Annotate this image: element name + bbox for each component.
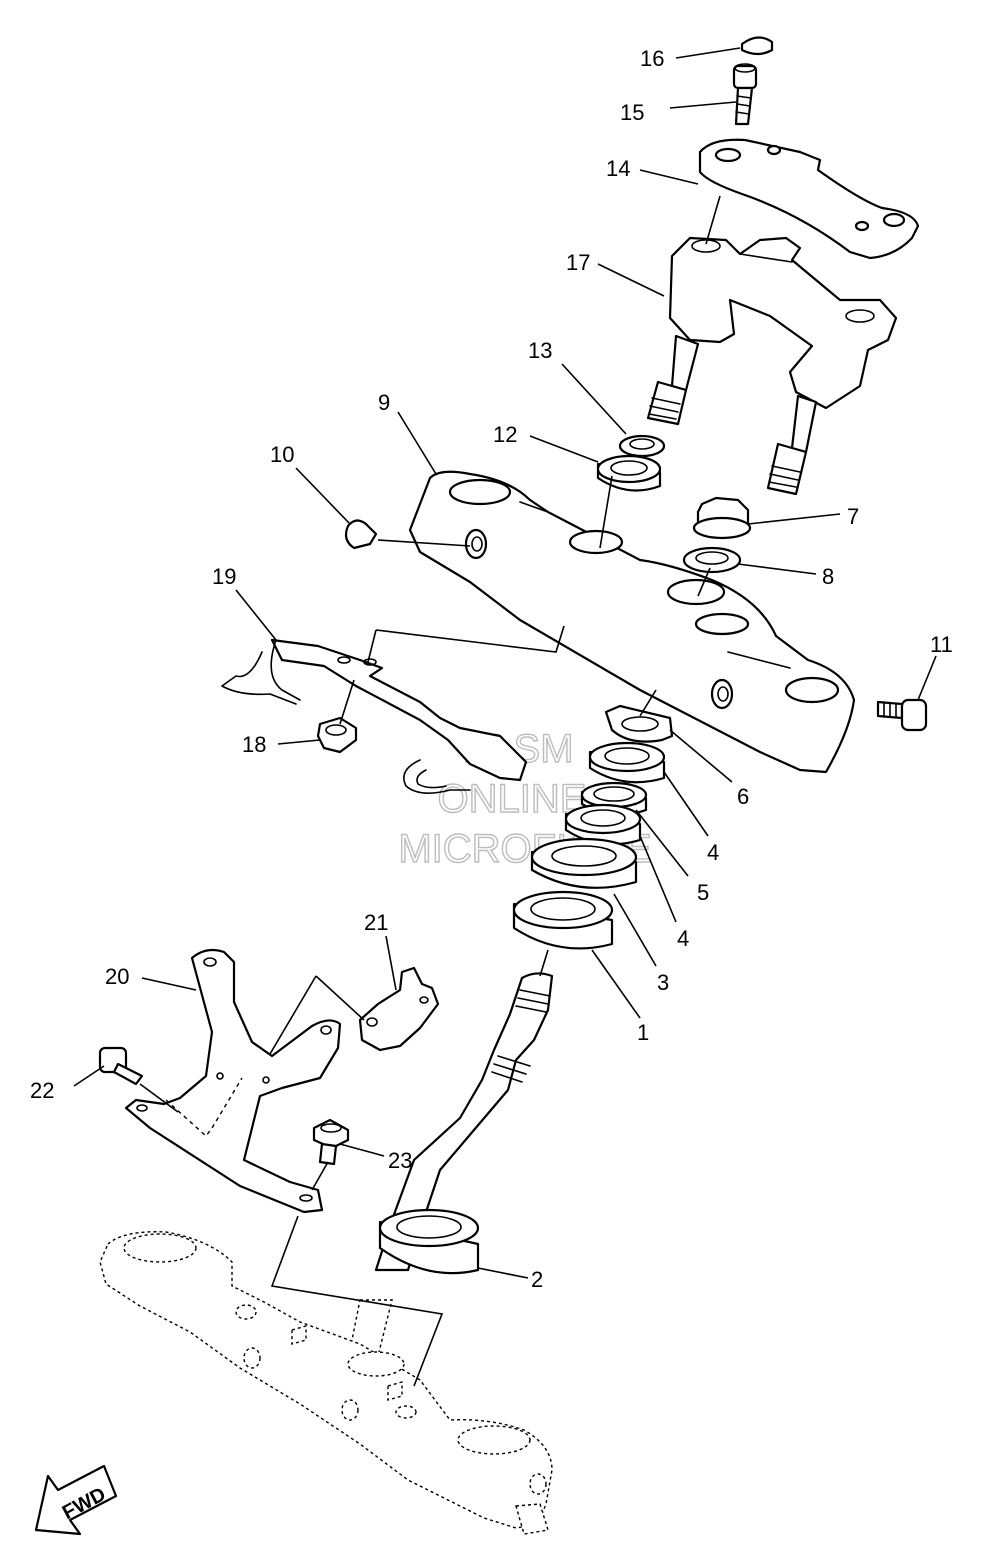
- part-2-bearing: [378, 1208, 480, 1275]
- under-bracket: [99, 1231, 553, 1535]
- part-11-bolt: [876, 698, 928, 732]
- callout-12: 12: [493, 422, 517, 447]
- callout-4-lower: 4: [677, 926, 689, 951]
- callout-3: 3: [657, 970, 669, 995]
- part-19-wire-guide: [221, 638, 528, 794]
- callout-7: 7: [847, 504, 859, 529]
- callout-15: 15: [620, 100, 644, 125]
- callout-23: 23: [388, 1148, 412, 1173]
- callout-6: 6: [737, 784, 749, 809]
- callout-21: 21: [364, 910, 388, 935]
- callout-16: 16: [640, 46, 664, 71]
- callout-18: 18: [242, 732, 266, 757]
- watermark-line-2: ONLINE: [438, 777, 587, 821]
- leader-lines: [73, 47, 937, 1279]
- callout-14: 14: [606, 156, 630, 181]
- part-22-bolt: [98, 1046, 144, 1086]
- part-12-ring-nut: [596, 454, 662, 492]
- part-15-bolt: [732, 63, 758, 126]
- part-14-handlebar-upper-holder: [698, 138, 920, 260]
- callout-17: 17: [566, 250, 590, 275]
- forward-direction-arrow: FWD: [34, 1464, 118, 1536]
- callout-9: 9: [378, 390, 390, 415]
- part-4-ring-nut-lower: [564, 803, 642, 846]
- callout-8: 8: [822, 564, 834, 589]
- callout-2: 2: [531, 1267, 543, 1292]
- part-21-bracket: [358, 966, 440, 1052]
- callout-22: 22: [30, 1078, 54, 1103]
- part-1-bearing: [512, 890, 614, 950]
- part-3-bearing-cover: [530, 837, 638, 889]
- part-7-flange-nut: [692, 496, 752, 540]
- callout-20: 20: [105, 964, 129, 989]
- part-20-bracket: [124, 948, 342, 1214]
- callout-5: 5: [697, 880, 709, 905]
- part-10-cap: [344, 519, 378, 550]
- callout-4-upper: 4: [707, 840, 719, 865]
- part-16-cap: [740, 36, 774, 56]
- part-23-bolt: [312, 1118, 350, 1166]
- part-6-lock-washer: [604, 704, 674, 743]
- part-18-nut: [316, 716, 358, 754]
- reference-lines: [139, 195, 721, 1387]
- part-17-handlebar-lower-holder: [646, 236, 898, 496]
- callout-10: 10: [270, 442, 294, 467]
- part-8-washer: [682, 546, 742, 574]
- callout-11: 11: [930, 632, 953, 657]
- part-9-upper-bracket: [408, 470, 856, 774]
- part-13-washer: [618, 434, 666, 458]
- callout-labels: 1 2 3 4 4 5 6 7 8 9 10 11 12 13 14 15 16…: [30, 46, 953, 1292]
- callout-1: 1: [637, 1020, 649, 1045]
- part-4-ring-nut-upper: [588, 741, 666, 784]
- callout-19: 19: [212, 564, 236, 589]
- callout-13: 13: [528, 338, 552, 363]
